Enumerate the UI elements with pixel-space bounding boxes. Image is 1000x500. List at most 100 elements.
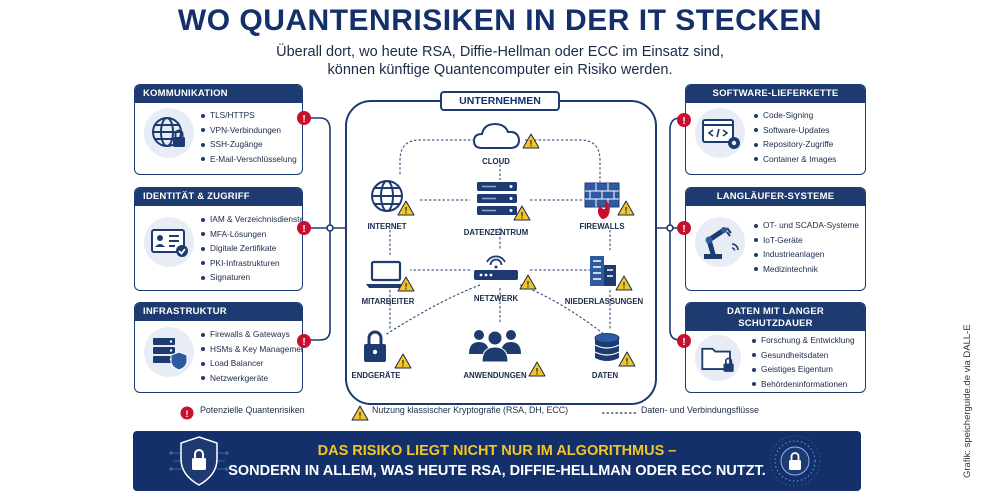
firewall-icon <box>584 182 620 219</box>
folder-lock-icon <box>694 334 742 382</box>
node-label-datenzentrum: DATENZENTRUM <box>463 228 529 237</box>
list-item: Forschung & Entwicklung <box>752 333 855 348</box>
banner-line-1: DAS RISIKO LIEGT NICHT NUR IM ALGORITHMU… <box>317 443 677 459</box>
node-label-anwendungen: ANWENDUNGEN <box>463 371 527 380</box>
risk-icon: ! <box>297 334 311 348</box>
list-item: Medizintechnik <box>754 262 859 277</box>
list-item: HSMs & Key Management <box>201 342 302 357</box>
list-item: Load Balancer <box>201 356 302 371</box>
node-label-firewalls: FIREWALLS <box>579 222 625 231</box>
node-label-daten: DATEN <box>591 371 619 380</box>
card-daten: DATEN MIT LANGER SCHUTZDAUER Forschung &… <box>685 302 866 393</box>
list-item: TLS/HTTPS <box>201 108 297 123</box>
risk-icon: ! <box>677 113 691 127</box>
node-label-internet: INTERNET <box>367 222 407 231</box>
node-label-mitarbeiter: MITARBEITER <box>361 297 415 306</box>
svg-text:!: ! <box>185 409 188 420</box>
svg-text:!: ! <box>682 224 685 235</box>
bottom-banner: DAS RISIKO LIEGT NICHT NUR IM ALGORITHMU… <box>133 431 861 491</box>
card-langlaeufer: LANGLÄUFER-SYSTEME OT- und SCADA-Systeme… <box>685 187 866 291</box>
node-label-niederlassungen: NIEDERLASSUNGEN <box>564 297 644 306</box>
card-title: SOFTWARE-LIEFERKETTE <box>686 85 865 103</box>
card-title-line-2: SCHUTZDAUER <box>738 318 813 329</box>
subtitle-line-1: Überall dort, wo heute RSA, Diffie-Hellm… <box>276 44 724 60</box>
unternehmen-title: UNTERNEHMEN <box>440 91 560 111</box>
card-title: KOMMUNIKATION <box>135 85 302 103</box>
risk-icon: ! <box>297 111 311 125</box>
node-label-endgeraete: ENDGERÄTE <box>351 371 401 380</box>
image-credit: Grafik: speicherguide.de via DALL-E <box>962 324 973 478</box>
node-label-netzwerk: NETZWERK <box>473 294 519 303</box>
card-title: LANGLÄUFER-SYSTEME <box>686 188 865 206</box>
risk-icon: ! <box>677 221 691 235</box>
svg-text:!: ! <box>302 224 305 235</box>
svg-text:!: ! <box>682 337 685 348</box>
router-icon <box>474 255 518 280</box>
list-item: Container & Images <box>754 152 836 167</box>
laptop-icon <box>366 260 406 288</box>
list-item: SSH-Zugänge <box>201 137 297 152</box>
globe-icon <box>371 180 403 212</box>
card-software: SOFTWARE-LIEFERKETTE Code-Signing Softwa… <box>685 84 866 175</box>
card-title: DATEN MIT LANGER SCHUTZDAUER <box>686 303 865 331</box>
svg-text:!: ! <box>302 114 305 125</box>
list-item: OT- und SCADA-Systeme <box>754 218 859 233</box>
cloud-icon <box>472 122 521 149</box>
list-item: Code-Signing <box>754 108 836 123</box>
database-icon <box>594 333 620 361</box>
list-item: Firewalls & Gateways <box>201 327 302 342</box>
card-identitaet: IDENTITÄT & ZUGRIFF IAM & Verzeichnisdie… <box>134 187 303 291</box>
globe-lock-icon <box>144 108 194 158</box>
list-item: Geistiges Eigentum <box>752 362 855 377</box>
legend-crypto: Nutzung klassischer Kryptografie (RSA, D… <box>372 405 569 415</box>
list-item: Industrieanlagen <box>754 247 859 262</box>
card-infrastruktur: INFRASTRUKTUR Firewalls & Gateways HSMs … <box>134 302 303 393</box>
server-shield-icon <box>144 327 194 377</box>
item-list: TLS/HTTPS VPN-Verbindungen SSH-Zugänge E… <box>201 108 297 166</box>
list-item: Signaturen <box>201 270 302 285</box>
users-icon <box>469 330 521 363</box>
page-title: WO QUANTENRISIKEN IN DER IT STECKEN <box>177 4 823 37</box>
item-list: OT- und SCADA-Systeme IoT-Geräte Industr… <box>754 218 859 276</box>
card-title-line-1: DATEN MIT LANGER <box>727 306 824 317</box>
list-item: IAM & Verzeichnisdienste <box>201 212 302 227</box>
risk-icon: ! <box>180 406 194 420</box>
buildings-icon <box>590 256 616 286</box>
list-item: Netzwerkgeräte <box>201 371 302 386</box>
server-rack-icon <box>477 182 517 215</box>
svg-text:!: ! <box>302 337 305 348</box>
node-label-cloud: CLOUD <box>482 157 510 166</box>
lock-icon <box>364 330 386 362</box>
code-window-icon <box>695 108 745 158</box>
item-list: Code-Signing Software-Updates Repository… <box>754 108 836 166</box>
list-item: IoT-Geräte <box>754 233 859 248</box>
risk-icon: ! <box>677 334 691 348</box>
card-kommunikation: KOMMUNIKATION TLS/HTTPS VPN-Verbindungen… <box>134 84 303 175</box>
legend-risk: Potenzielle Quantenrisiken <box>200 405 305 415</box>
card-title: INFRASTRUKTUR <box>135 303 302 321</box>
svg-text:!: ! <box>682 116 685 127</box>
list-item: Gesundheitsdaten <box>752 348 855 363</box>
id-card-icon <box>144 217 194 267</box>
list-item: Digitale Zertifikate <box>201 241 302 256</box>
item-list: Forschung & Entwicklung Gesundheitsdaten… <box>752 333 855 391</box>
banner-line-2: SONDERN IN ALLEM, WAS HEUTE RSA, DIFFIE-… <box>228 463 766 479</box>
warning-icon <box>351 405 369 421</box>
item-list: Firewalls & Gateways HSMs & Key Manageme… <box>201 327 302 386</box>
page-subtitle: Überall dort, wo heute RSA, Diffie-Hellm… <box>0 43 1000 79</box>
list-item: E-Mail-Verschlüsselung <box>201 152 297 167</box>
list-item: VPN-Verbindungen <box>201 123 297 138</box>
list-item: Repository-Zugriffe <box>754 137 836 152</box>
card-title: IDENTITÄT & ZUGRIFF <box>135 188 302 206</box>
subtitle-line-2: können künftige Quantencomputer ein Risi… <box>327 62 673 78</box>
list-item: PKI-Infrastrukturen <box>201 256 302 271</box>
circuit-lock-icon <box>769 435 821 487</box>
legend-flow: Daten- und Verbindungsflüsse <box>641 405 759 415</box>
list-item: Software-Updates <box>754 123 836 138</box>
item-list: IAM & Verzeichnisdienste MFA-Lösungen Di… <box>201 212 302 285</box>
risk-icon: ! <box>297 221 311 235</box>
